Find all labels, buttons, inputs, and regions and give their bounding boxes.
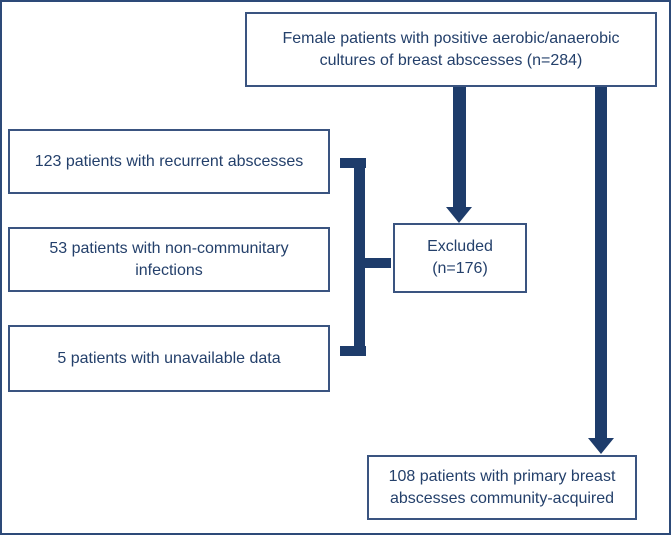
recurrent-abscesses-box: 123 patients with recurrent abscesses	[8, 129, 330, 194]
arrow-to-final-head-icon	[588, 438, 614, 454]
unavailable-data-box: 5 patients with unavailable data	[8, 325, 330, 392]
final-cohort-box: 108 patients with primary breast abscess…	[367, 455, 637, 520]
non-communitary-infections-box: 53 patients with non-communitary infecti…	[8, 227, 330, 292]
excluded-box: Excluded (n=176)	[393, 223, 527, 293]
bracket-spine	[354, 158, 365, 356]
bracket-top-arm	[340, 158, 366, 168]
arrow-to-excluded-head-icon	[446, 207, 472, 223]
arrow-to-excluded-shaft	[453, 87, 466, 207]
source-population-box: Female patients with positive aerobic/an…	[245, 12, 657, 87]
bracket-bottom-arm	[340, 346, 366, 356]
bracket-connector-to-excluded	[354, 258, 391, 268]
arrow-to-final-shaft	[595, 87, 607, 438]
